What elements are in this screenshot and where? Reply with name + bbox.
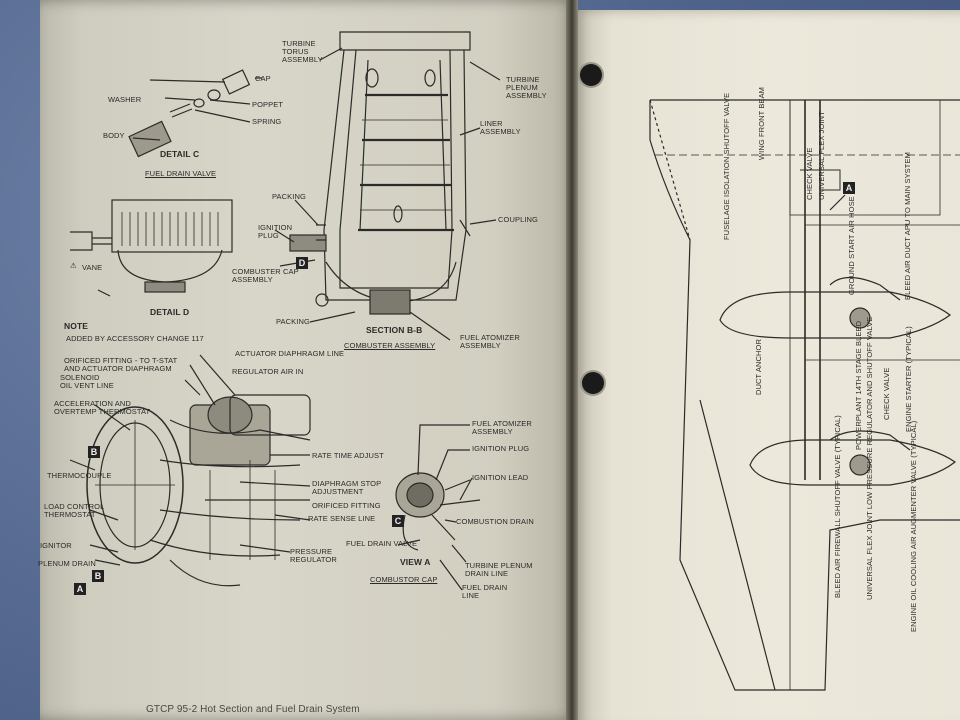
right-manual-page xyxy=(573,10,960,720)
label-firewall-shutoff-valve: BLEED AIR FIREWALL SHUTOFF VALVE (TYPICA… xyxy=(833,415,842,598)
label-plenum-drain: PLENUM DRAIN xyxy=(38,559,96,568)
main-view-drawing xyxy=(69,354,311,587)
view-a-drawing xyxy=(395,424,481,591)
label-fuel-drain-valve: FUEL DRAIN VALVE xyxy=(346,539,418,548)
label-rate-time-adjust: RATE TIME ADJUST xyxy=(312,451,384,460)
label-fuselage-isolation-valve: FUSELAGE ISOLATION SHUTOFF VALVE xyxy=(722,92,731,240)
label-pressure-regulator: PRESSURE REGULATOR xyxy=(290,547,337,564)
label-combustion-drain: COMBUSTION DRAIN xyxy=(456,517,534,526)
nacelle-upper xyxy=(719,291,952,339)
label-orificed-fitting-tstat: ORIFICED FITTING - TO T-STAT AND ACTUATO… xyxy=(64,356,178,373)
section-bb-subcaption: COMBUSTER ASSEMBLY xyxy=(344,341,436,350)
label-washer: WASHER xyxy=(108,95,142,104)
label-duct-anchor: DUCT ANCHOR xyxy=(754,339,763,395)
label-actuator-diaphragm-line: ACTUATOR DIAPHRAGM LINE xyxy=(235,349,345,358)
label-acceleration-thermostat: ACCELERATION AND OVERTEMP THERMOSTAT xyxy=(54,399,151,416)
section-tag-b-lower: B xyxy=(92,570,104,582)
detail-tag-d: D xyxy=(296,257,308,269)
label-spring: SPRING xyxy=(252,117,282,126)
wing-outline xyxy=(649,100,960,691)
label-solenoid-oil-vent: SOLENOID OIL VENT LINE xyxy=(60,373,114,390)
label-ground-start-hose: GROUND START AIR HOSE xyxy=(847,196,856,295)
book-gutter xyxy=(566,0,578,720)
label-plenum-drain-line: TURBINE PLENUM DRAIN LINE xyxy=(465,561,533,578)
detail-tag-c: C xyxy=(392,515,404,527)
detail-c-caption: DETAIL C xyxy=(160,149,200,159)
binder-hole-middle xyxy=(582,372,604,394)
label-oil-cooling-augmenter: ENGINE OIL COOLING AIR AUGMENTER VALVE (… xyxy=(909,420,918,632)
label-thermocouple: THERMOCOUPLE xyxy=(47,471,112,480)
view-a-caption: VIEW A xyxy=(400,557,431,567)
label-ignition-plug: IGNITION PLUG xyxy=(258,223,293,240)
binder-hole-top xyxy=(580,64,602,86)
label-vane: VANE xyxy=(82,263,103,272)
note-text: ADDED BY ACCESSORY CHANGE 117 xyxy=(66,334,204,343)
label-check-valve-mid: CHECK VALVE xyxy=(882,367,891,420)
label-liner: LINER ASSEMBLY xyxy=(480,119,521,136)
label-engine-starter: ENGINE STARTER (TYPICAL) xyxy=(904,326,913,432)
label-load-control-thermostat: LOAD CONTROL THERMOSTAT xyxy=(44,502,105,519)
view-tag-a-right: A xyxy=(843,182,855,194)
section-tag-b-upper: B xyxy=(88,446,100,458)
detail-c-drawing xyxy=(128,69,262,158)
label-diaphragm-stop: DIAPHRAGM STOP ADJUSTMENT xyxy=(312,479,382,496)
label-fuel-atomizer-va: FUEL ATOMIZER ASSEMBLY xyxy=(472,419,532,436)
label-combuster-cap-assembly: COMBUSTER CAP ASSEMBLY xyxy=(232,267,299,284)
label-ignition-lead: IGNITION LEAD xyxy=(472,473,529,482)
label-check-valve-top: CHECK VALVE xyxy=(805,147,814,200)
page-footer-caption: GTCP 95-2 Hot Section and Fuel Drain Sys… xyxy=(146,704,360,715)
label-regulator-air-in: REGULATOR AIR IN xyxy=(232,367,304,376)
section-bb-caption: SECTION B-B xyxy=(366,325,423,335)
label-ignitor: IGNITOR xyxy=(40,541,72,550)
label-bleed-air-duct: BLEED AIR DUCT APU TO MAIN SYSTEM xyxy=(903,152,912,300)
label-universal-flex-joint-top: UNIVERSAL FLEX JOINT xyxy=(817,111,826,200)
detail-d-drawing xyxy=(70,199,233,297)
nacelle-lower xyxy=(749,439,957,486)
label-orificed-fitting: ORIFICED FITTING xyxy=(312,501,381,510)
label-powerplant-bleed: POWERPLANT 14TH STAGE BLEED xyxy=(854,320,863,450)
warning-icon: ⚠ xyxy=(70,261,77,270)
label-low-pressure-regulator: UNIVERSAL FLEX JOINT LOW PRESSURE REGULA… xyxy=(865,316,874,600)
section-bb-drawing xyxy=(274,31,501,341)
label-rate-sense-line: RATE SENSE LINE xyxy=(308,514,376,523)
label-packing-top: PACKING xyxy=(272,192,306,201)
view-a-subcaption: COMBUSTOR CAP xyxy=(370,575,438,584)
view-tag-a: A xyxy=(74,583,86,595)
label-packing-bottom: PACKING xyxy=(276,317,310,326)
label-poppet: POPPET xyxy=(252,100,284,109)
label-body: BODY xyxy=(103,131,125,140)
label-cap: CAP xyxy=(255,74,271,83)
label-fuel-drain-line: FUEL DRAIN LINE xyxy=(462,583,508,600)
label-coupling: COUPLING xyxy=(498,215,538,224)
label-fuel-atomizer-bb: FUEL ATOMIZER ASSEMBLY xyxy=(460,333,520,350)
detail-d-caption: DETAIL D xyxy=(150,307,190,317)
label-turbine-torus: TURBINE TORUS ASSEMBLY xyxy=(282,39,323,64)
note-title: NOTE xyxy=(64,321,89,331)
label-turbine-plenum: TURBINE PLENUM ASSEMBLY xyxy=(506,75,547,100)
left-manual-page xyxy=(40,0,575,720)
wing-rear-spar xyxy=(699,399,776,691)
label-ignition-plug-va: IGNITION PLUG xyxy=(472,444,530,453)
label-wing-front-beam: WING FRONT BEAM xyxy=(757,86,766,160)
detail-c-subcaption: FUEL DRAIN VALVE xyxy=(145,169,217,178)
